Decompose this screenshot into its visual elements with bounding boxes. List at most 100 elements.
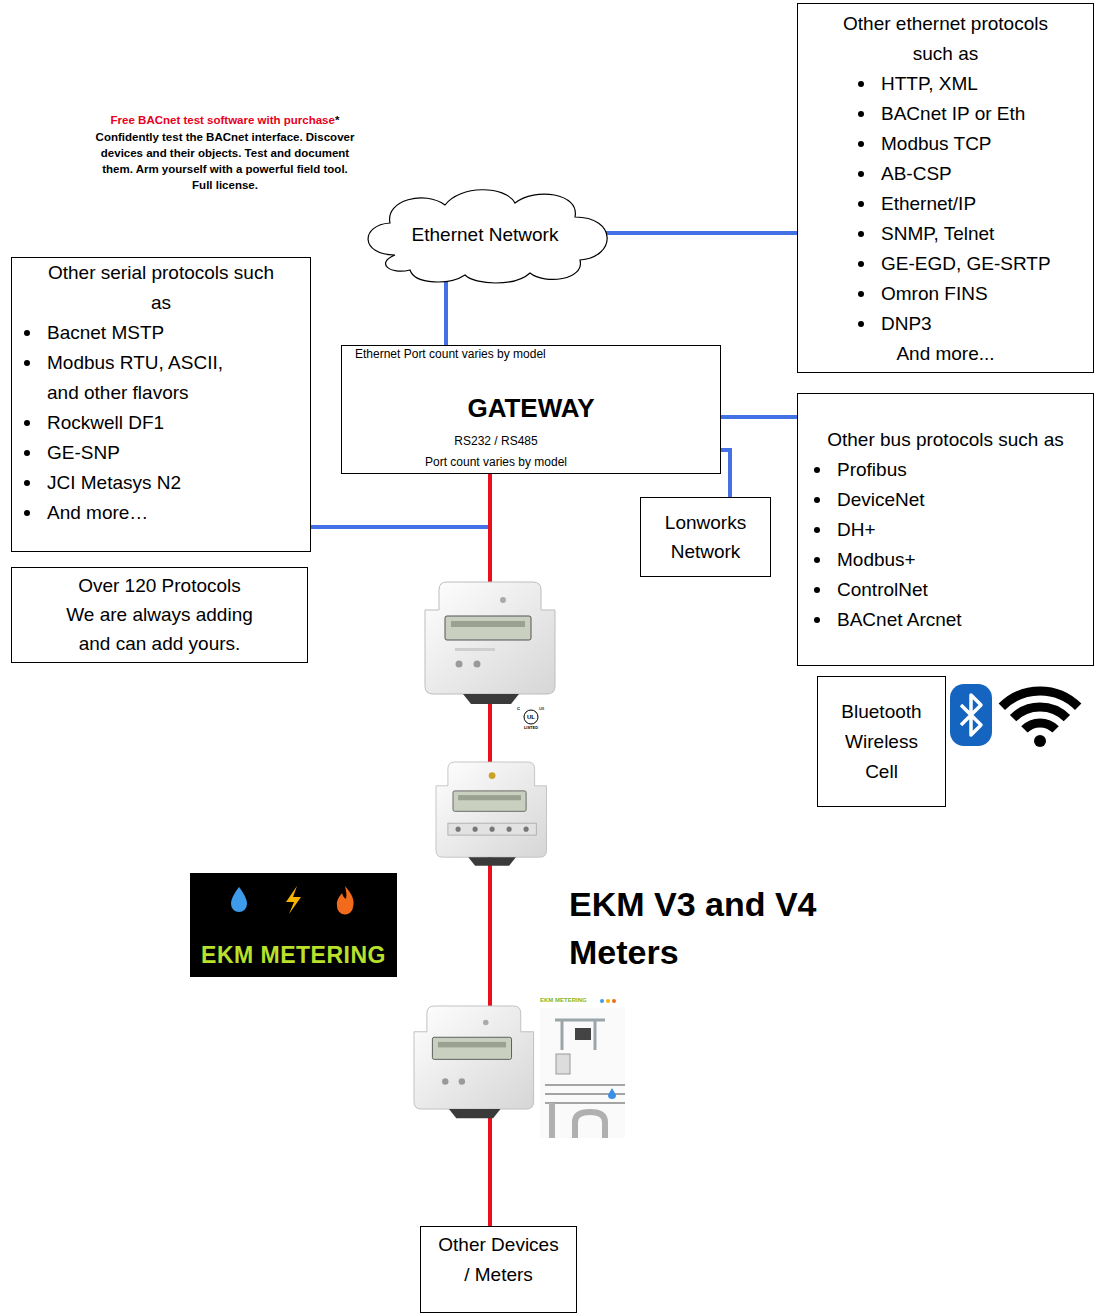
list-item: GE-EGD, GE-SRTP <box>798 249 1093 279</box>
meter-button <box>456 661 463 668</box>
list-item: BACnet IP or Eth <box>798 99 1093 129</box>
gateway-box: Ethernet Port count varies by modelGATEW… <box>341 345 721 474</box>
installation-sketch <box>540 999 625 1138</box>
bluetooth-icon <box>950 684 992 746</box>
list-item: SNMP, Telnet <box>798 219 1093 249</box>
meter-slot <box>455 648 495 651</box>
box-heading: Other serial protocols such as <box>41 258 281 318</box>
gateway-title: GATEWAY <box>342 392 720 424</box>
list-item: JCI Metasys N2 <box>12 468 252 498</box>
network-box: Lonworks Network <box>640 497 771 577</box>
terminal-strip <box>448 823 536 835</box>
box-text: Bluetooth Wireless Cell <box>832 697 932 787</box>
logo-text: EKM METERING <box>190 940 397 970</box>
terminal <box>524 827 529 832</box>
device-box: Other Devices / Meters <box>420 1226 577 1313</box>
list-item: Profibus <box>798 455 1093 485</box>
sketch-ground <box>540 1008 625 1138</box>
meter-digits <box>451 621 525 627</box>
connector <box>721 415 797 419</box>
cert-mark: UL <box>524 713 538 721</box>
connector <box>721 450 730 497</box>
box-text: Other Devices / Meters <box>436 1230 562 1290</box>
gateway-note: RS232 / RS485 <box>396 433 596 449</box>
meter-led <box>500 597 506 603</box>
meter-display <box>432 1037 511 1059</box>
list-item: ControlNet <box>798 575 1093 605</box>
box-heading: Other ethernet protocols such as <box>826 9 1066 69</box>
sketch-wire <box>555 1020 605 1050</box>
list-item: Modbus TCP <box>798 129 1093 159</box>
meter-illustration <box>436 762 547 866</box>
meter-clip <box>463 694 519 704</box>
meter-body <box>436 762 547 857</box>
bluetooth-badge <box>950 684 992 746</box>
sketch-meter <box>556 1054 570 1074</box>
meter-clip <box>449 1109 501 1118</box>
list-item: DH+ <box>798 515 1093 545</box>
gateway-note: Port count varies by model <box>396 454 596 470</box>
wifi-arc <box>1002 691 1078 707</box>
list-item: AB-CSP <box>798 159 1093 189</box>
list-item: Bacnet MSTP <box>12 318 252 348</box>
protocol-box: Other serial protocols such asBacnet MST… <box>11 257 311 552</box>
gateway-note: Ethernet Port count varies by model <box>342 346 720 362</box>
network-cloud: Ethernet Network <box>355 185 615 285</box>
cert-mark: LISTED <box>517 725 545 730</box>
terminal <box>490 827 495 832</box>
meter-button <box>442 1078 448 1084</box>
cloud-text: Ethernet Network <box>412 220 559 250</box>
logo-dot <box>606 999 610 1003</box>
list-more: And more... <box>798 339 1093 369</box>
box-heading: Other bus protocols such as <box>806 425 1086 455</box>
logo-dot <box>612 999 616 1003</box>
meter-clip <box>468 857 516 866</box>
meter-display <box>445 616 531 640</box>
cert-circle <box>524 710 538 724</box>
meter-illustration <box>414 1006 534 1118</box>
meter-display <box>453 791 526 811</box>
sketch-box <box>575 1028 591 1040</box>
meter-body <box>414 1006 534 1109</box>
connector <box>444 280 448 345</box>
logo-ground <box>190 873 397 977</box>
list-item: Ethernet/IP <box>798 189 1093 219</box>
bluetooth-rune <box>961 695 981 735</box>
list-item: Rockwell DF1 <box>12 408 252 438</box>
protocol-box: Other ethernet protocols such asHTTP, XM… <box>797 3 1094 373</box>
wifi-arc <box>1024 723 1055 729</box>
list-item: HTTP, XML <box>798 69 1093 99</box>
terminal <box>507 827 512 832</box>
list-item: DeviceNet <box>798 485 1093 515</box>
meter-digits <box>458 795 521 800</box>
wifi-dot <box>1034 735 1046 747</box>
connector <box>311 474 490 527</box>
cert-mark: us <box>539 705 544 711</box>
ekm-logo <box>190 873 397 977</box>
box-text: Lonworks Network <box>650 508 762 566</box>
sketch-drop <box>608 1088 616 1099</box>
list-item: And more… <box>12 498 252 528</box>
wifi-arc <box>1013 707 1067 718</box>
promo-heading: Free BACnet test software with purchase <box>111 113 335 127</box>
protocol-box: Other bus protocols such asProfibusDevic… <box>797 393 1094 666</box>
meter-digits <box>438 1042 506 1048</box>
footnote-mark: * <box>335 113 339 127</box>
connector <box>605 231 797 235</box>
meter-led <box>483 1020 489 1026</box>
list-item: Modbus+ <box>798 545 1093 575</box>
product-title: EKM V3 and V4 Meters <box>569 880 859 976</box>
meter-illustration <box>425 582 555 704</box>
cloud-outline <box>368 190 607 283</box>
gas-flame <box>337 886 354 915</box>
meter-led <box>489 772 496 779</box>
lightning-bolt <box>286 886 301 914</box>
meter-button <box>459 1078 465 1084</box>
sketch-pipe <box>552 1103 605 1138</box>
water-drop <box>231 887 247 912</box>
logo-text: EKM METERING <box>540 997 587 1004</box>
cert-mark: c <box>517 705 520 712</box>
meter-button <box>474 661 481 668</box>
